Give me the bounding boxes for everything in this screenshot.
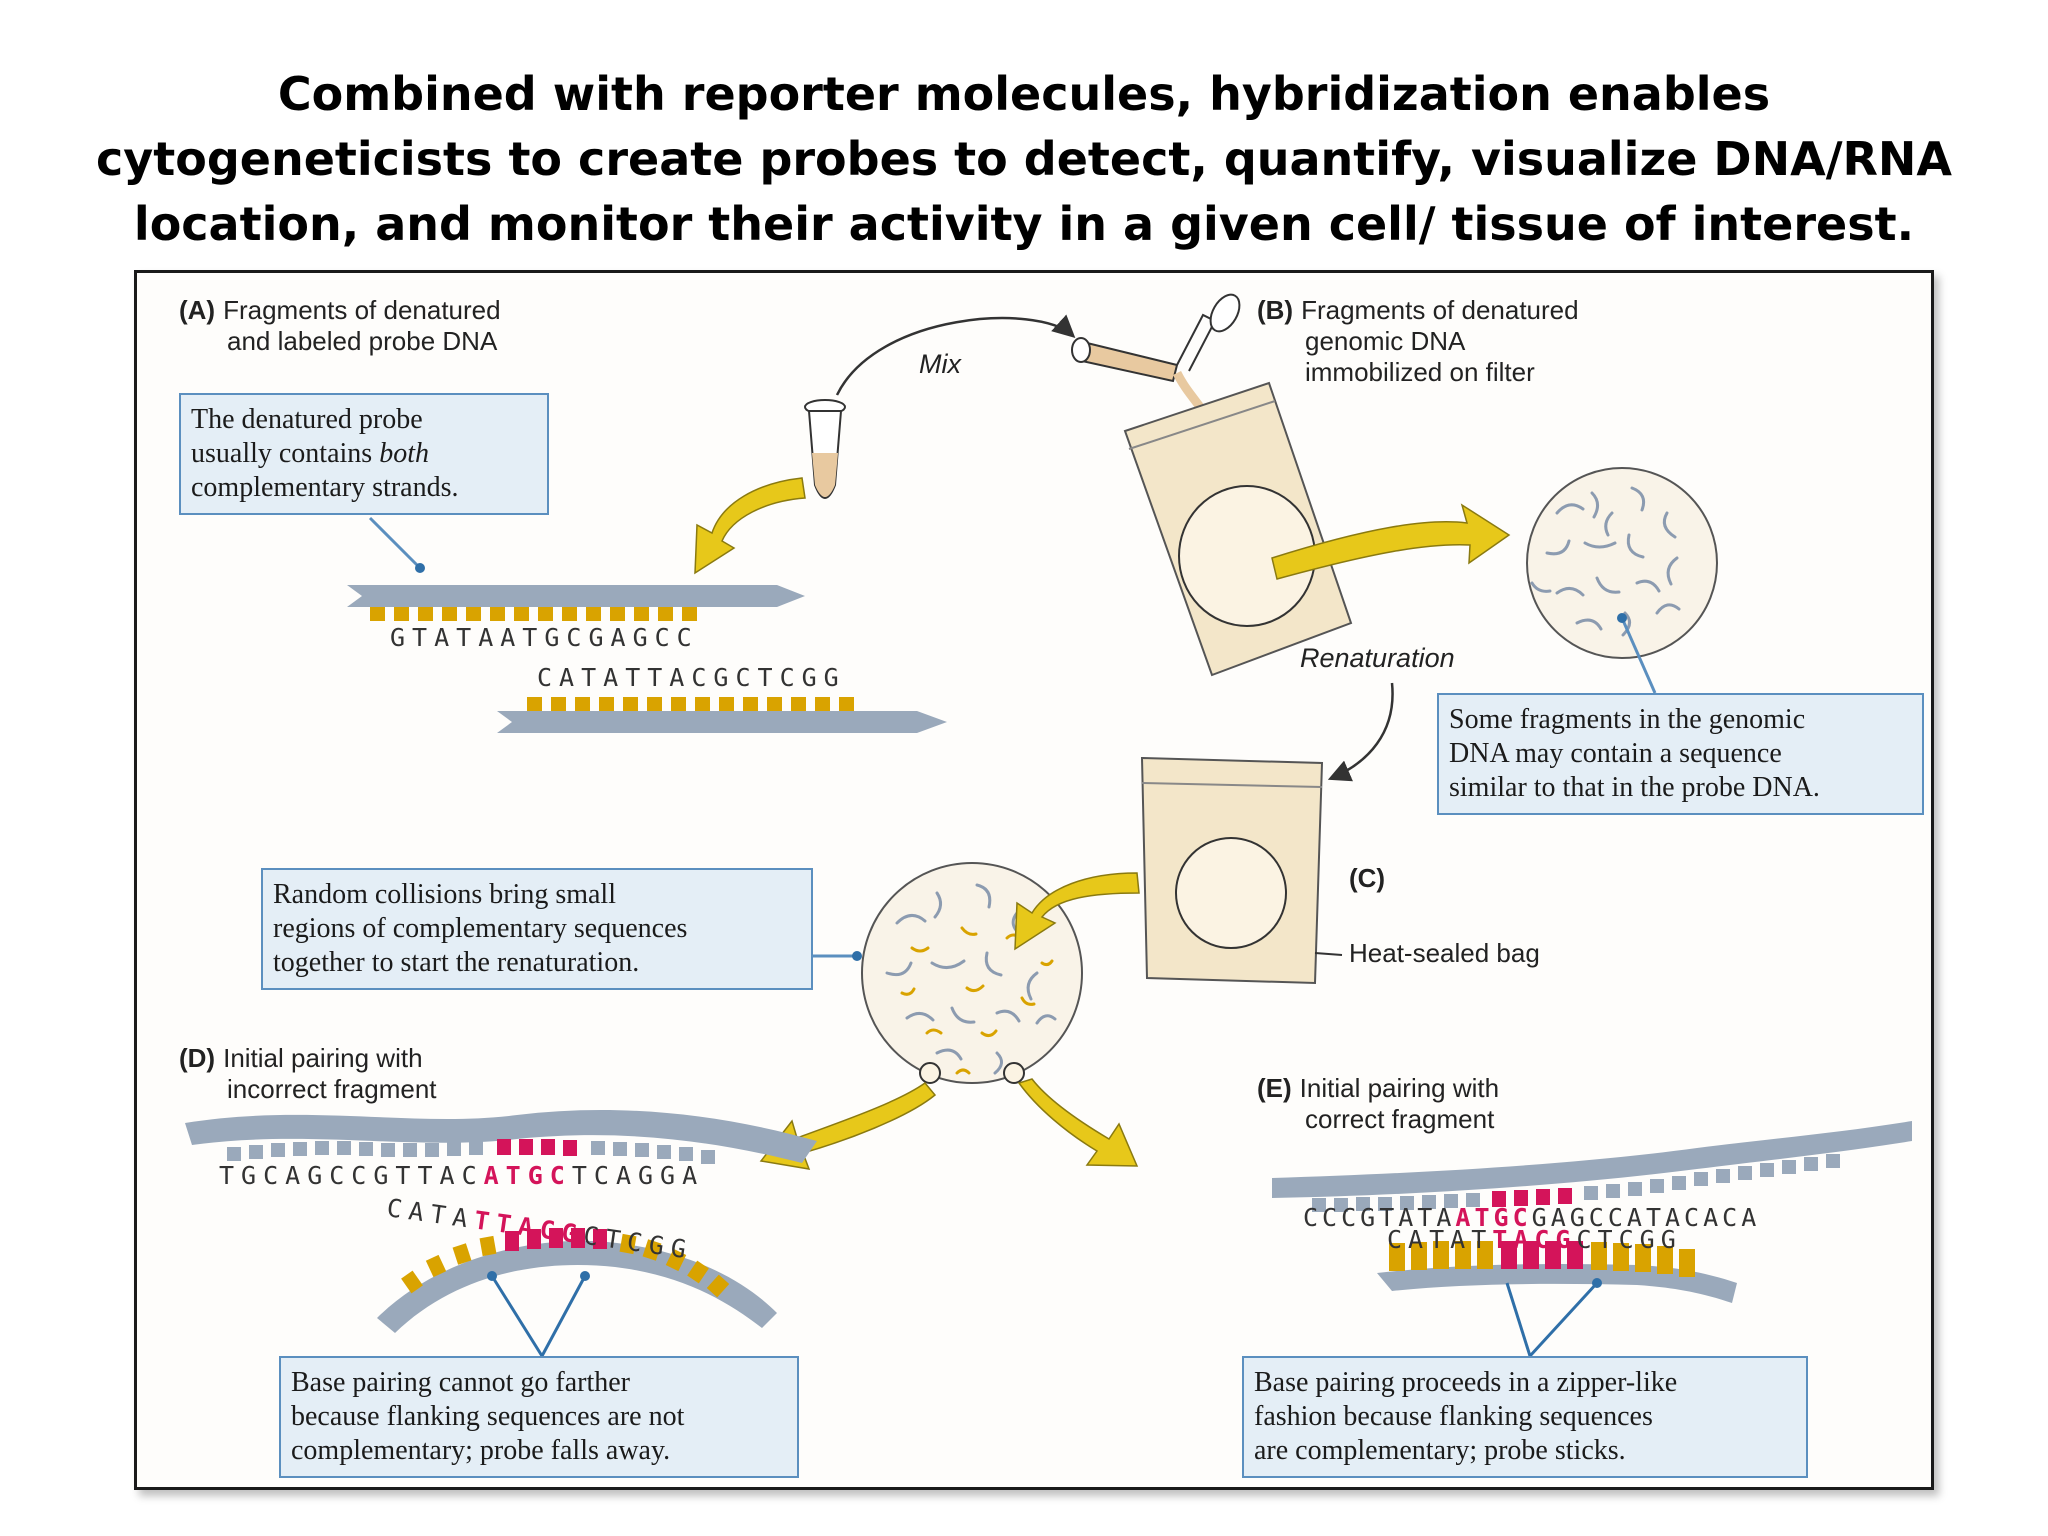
panel-b-line-1: Fragments of denatured (1301, 295, 1579, 325)
mix-arrow (835, 314, 1076, 396)
panel-a-label: (A)Fragments of denatured and labeled pr… (179, 295, 501, 357)
note-a-line-1: The denatured probe (191, 404, 423, 435)
probe-sequence-top: GTATAATGCGAGCC (390, 623, 699, 652)
incorrect-genomic-strand (185, 1110, 817, 1164)
panel-d-line-2: incorrect fragment (227, 1074, 437, 1104)
e-bot-highlight: TACG (1492, 1225, 1577, 1254)
filter-bag-b (1123, 381, 1353, 677)
panel-d-tag: (D) (179, 1043, 216, 1073)
probe-sequence-bottom: CATATTACGCTCGG (537, 663, 846, 692)
leader-dot-d1 (487, 1271, 497, 1281)
leader-line-e2 (1528, 1281, 1599, 1358)
note-falls-away: Base pairing cannot go farther because f… (279, 1356, 799, 1478)
panel-a-tag: (A) (179, 295, 216, 325)
e-bot-post: CTCGG (1576, 1225, 1682, 1254)
panel-a-line-2: and labeled probe DNA (227, 326, 498, 356)
incorrect-genomic-sequence: TGCAGCCGTTACATGCTCAGGA (219, 1161, 704, 1190)
incorrect-probe-strand (377, 1228, 777, 1333)
leader-line-a (368, 516, 422, 570)
panel-d-line-1: Initial pairing with (223, 1043, 423, 1073)
panel-b-line-3: immobilized on filter (1305, 357, 1535, 387)
panel-e-line-2: correct fragment (1305, 1104, 1495, 1134)
arrow-bag-to-filter (1271, 503, 1511, 580)
heat-sealed-bag-label: Heat-sealed bag (1349, 938, 1540, 968)
leader-dot-b (1617, 613, 1627, 623)
panel-e-label: (E)Initial pairing with correct fragment (1257, 1073, 1499, 1135)
note-c-line-3: together to start the renaturation. (273, 947, 640, 978)
filter-circle-b (1526, 467, 1718, 659)
title-line-3: location, and monitor their activity in … (133, 197, 1915, 251)
slide-title: Combined with reporter molecules, hybrid… (0, 62, 2048, 257)
panel-b-line-2: genomic DNA (1305, 326, 1466, 356)
e-top-post: GAGCCATACACA (1531, 1203, 1761, 1232)
note-a-line-3: complementary strands. (191, 472, 459, 503)
note-d-line-3: complementary; probe falls away. (291, 1435, 671, 1466)
note-probe-sticks: Base pairing proceeds in a zipper-like f… (1242, 1356, 1808, 1478)
title-line-1: Combined with reporter molecules, hybrid… (277, 67, 1771, 121)
note-e-line-3: are complementary; probe sticks. (1254, 1435, 1626, 1466)
panel-c-tag: (C) (1349, 863, 1386, 893)
panel-e-line-1: Initial pairing with (1299, 1073, 1500, 1103)
leader-line-b (1620, 617, 1657, 694)
d-top-pre: TGCAGCCGTTAC (219, 1161, 484, 1190)
note-b-line-1: Some fragments in the genomic (1449, 704, 1806, 735)
correct-probe-sequence: CATATTACGCTCGG (1387, 1225, 1682, 1254)
note-b-line-3: similar to that in the probe DNA. (1449, 772, 1820, 803)
note-d-line-1: Base pairing cannot go farther (291, 1367, 630, 1398)
title-line-2: cytogeneticists to create probes to dete… (95, 132, 1953, 186)
panel-b-tag: (B) (1257, 295, 1294, 325)
probe-strand-bottom (497, 697, 947, 733)
leader-line-e1 (1505, 1282, 1532, 1357)
arrow-bag-to-collision (1014, 872, 1140, 951)
renaturation-label: Renaturation (1300, 643, 1455, 673)
leader-dot-e2 (1592, 1278, 1602, 1288)
panel-a-line-1: Fragments of denatured (223, 295, 501, 325)
leader-dot-a (415, 563, 425, 573)
probe-tube-icon (804, 399, 846, 499)
figure-frame: (A)Fragments of denatured and labeled pr… (134, 270, 1934, 1490)
probe-strand-top (347, 585, 805, 621)
note-c-line-1: Random collisions bring small (273, 879, 616, 910)
leader-line-d2 (540, 1275, 587, 1357)
bag-leader (1314, 952, 1343, 956)
note-random-collisions: Random collisions bring small regions of… (261, 868, 813, 990)
panel-d-label: (D)Initial pairing with incorrect fragme… (179, 1043, 437, 1105)
panel-e-tag: (E) (1257, 1073, 1292, 1103)
note-a-line-2-text: usually contains (191, 438, 380, 469)
leader-dot-c (852, 951, 862, 961)
arrow-tube-to-probe (694, 477, 806, 575)
note-denatured-probe: The denatured probe usually contains bot… (179, 393, 549, 515)
arrow-to-correct (1017, 1078, 1139, 1167)
leader-line-d1 (490, 1275, 544, 1357)
leader-dot-d2 (580, 1271, 590, 1281)
correct-genomic-sequence: CCCGTATAATGCGAGCCATACACA (1303, 1203, 1760, 1232)
note-a-line-2: usually contains both (191, 437, 537, 471)
note-b-line-2: DNA may contain a sequence (1449, 738, 1782, 769)
e-top-highlight: ATGC (1455, 1203, 1532, 1232)
mix-label: Mix (919, 349, 961, 379)
correct-genomic-strand (1272, 1121, 1912, 1212)
panel-b-label: (B)Fragments of denatured genomic DNA im… (1257, 295, 1579, 388)
note-e-line-1: Base pairing proceeds in a zipper-like (1254, 1367, 1678, 1398)
e-top-pre: CCCGTATA (1303, 1203, 1456, 1232)
correct-probe-strand (1377, 1241, 1737, 1303)
heat-sealed-bag (1140, 756, 1324, 985)
diagram-artwork (185, 293, 1912, 1358)
d-top-post: TCAGGA (571, 1161, 705, 1190)
note-e-line-2: fashion because flanking sequences (1254, 1401, 1653, 1432)
note-c-line-2: regions of complementary sequences (273, 913, 688, 944)
note-a-emphasis: both (379, 438, 429, 469)
note-d-line-2: because flanking sequences are not (291, 1401, 685, 1432)
renaturation-arrow (1327, 682, 1394, 782)
d-top-highlight: ATGC (483, 1161, 572, 1190)
e-bot-pre: CATAT (1387, 1225, 1493, 1254)
note-genomic-fragments: Some fragments in the genomic DNA may co… (1437, 693, 1924, 815)
